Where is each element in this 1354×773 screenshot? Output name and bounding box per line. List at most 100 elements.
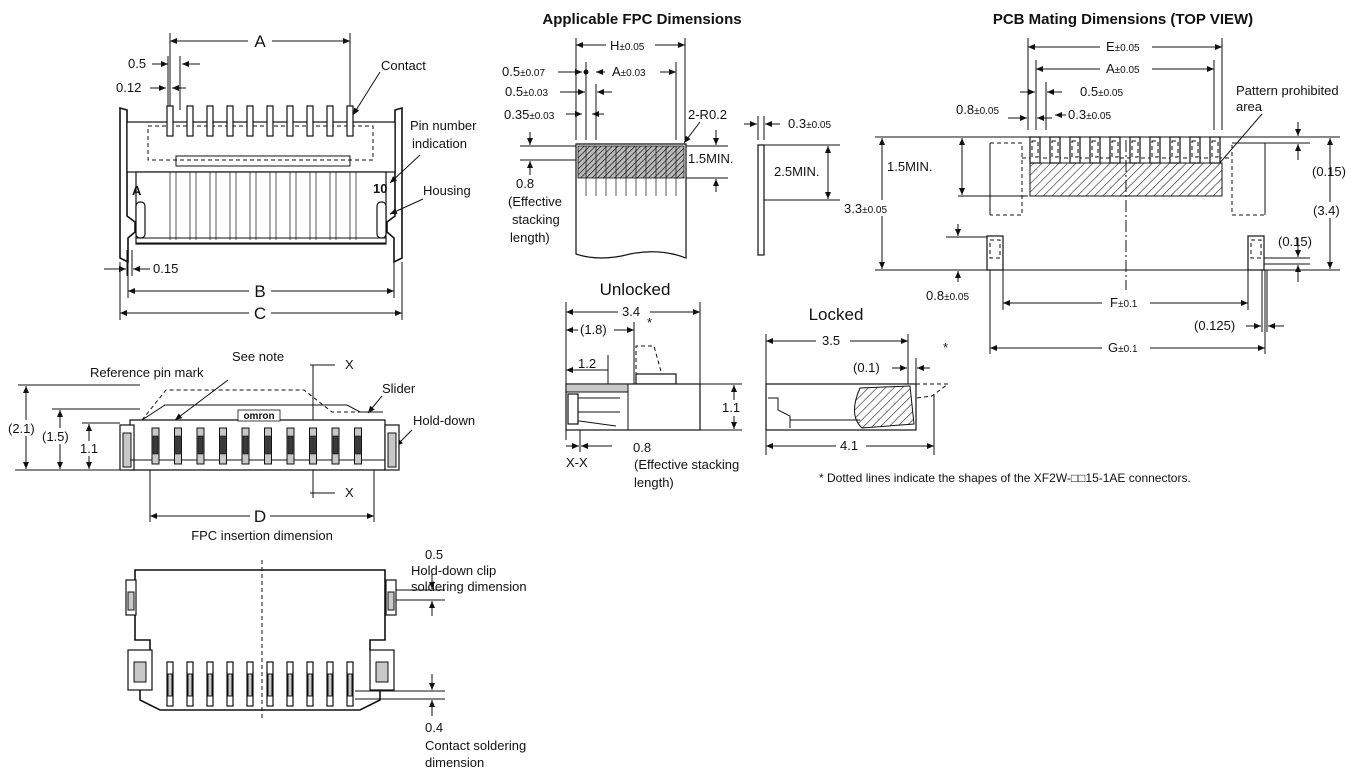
pcb-r0125-label: (0.125) bbox=[1194, 318, 1235, 333]
pcb-w08-label: 0.8±0.05 bbox=[956, 102, 999, 117]
dim-015-label: 0.15 bbox=[153, 261, 178, 276]
bottom-contact-pad bbox=[307, 673, 313, 697]
pcb-heading: PCB Mating Dimensions (TOP VIEW) bbox=[993, 11, 1253, 28]
clip-label-line1: Hold-down clip bbox=[411, 563, 496, 578]
contact-pin bbox=[346, 105, 354, 137]
locked-view: Locked 3.5 (0.1) * 4.1 bbox=[765, 305, 950, 455]
fpc-pitch-label: 0.5±0.07 bbox=[502, 64, 545, 79]
pcb-r34-label: (3.4) bbox=[1313, 203, 1340, 218]
front-contact-core bbox=[220, 435, 226, 455]
pcb-pad-outline bbox=[1191, 140, 1199, 158]
dim-b-label: B bbox=[254, 282, 265, 301]
pin-number-label: Pin number bbox=[410, 118, 477, 133]
pcb-pad-outline bbox=[1171, 140, 1179, 158]
front-contact-core bbox=[152, 435, 159, 455]
see-note-label: See note bbox=[232, 349, 284, 364]
pcb-r015a-label: (0.15) bbox=[1312, 164, 1346, 179]
brand-logo-text: omron bbox=[243, 411, 274, 422]
unlocked-title: Unlocked bbox=[600, 280, 671, 299]
pcb-mating-dimensions: PCB Mating Dimensions (TOP VIEW) E±0.05 … bbox=[842, 11, 1346, 355]
contact-pin bbox=[206, 105, 214, 137]
indication-label: indication bbox=[412, 136, 467, 151]
pcb-r015b-label: (0.15) bbox=[1278, 234, 1312, 249]
contact-label: Contact bbox=[381, 58, 426, 73]
bottom-contact-pad bbox=[167, 673, 173, 697]
clip-label-line2: soldering dimension bbox=[411, 579, 527, 594]
contact-pin bbox=[246, 105, 254, 137]
hold-down-label: Hold-down bbox=[413, 413, 475, 428]
dim-c-label: C bbox=[254, 304, 266, 323]
locked-star: * bbox=[943, 340, 948, 355]
pcb-pad bbox=[1069, 136, 1081, 164]
pcb-h33-label: 3.3±0.05 bbox=[844, 201, 887, 216]
bottom-view: 0.5 Hold-down clip soldering dimension 0… bbox=[125, 547, 527, 770]
contact-pin bbox=[326, 105, 334, 137]
pcb-prohibited-line2: area bbox=[1236, 99, 1263, 114]
unlocked-section: X-X bbox=[566, 455, 588, 470]
bottom-contact-pad bbox=[187, 673, 193, 697]
dim-11-label: 1.1 bbox=[80, 441, 98, 456]
fpc-dimensions: Applicable FPC Dimensions H±0.05 0.5±0.0… bbox=[502, 11, 840, 259]
fpc-h-label: H±0.05 bbox=[610, 38, 645, 53]
bottom-contact-pad bbox=[327, 673, 333, 697]
front-contact-core bbox=[332, 435, 339, 455]
housing-label: Housing bbox=[423, 183, 471, 198]
contact-width-label: 0.12 bbox=[116, 80, 141, 95]
bottom-contact-pad bbox=[287, 673, 293, 697]
bottom-contact-pad bbox=[207, 673, 213, 697]
pcb-pad-outline bbox=[1111, 140, 1119, 158]
contact-pin bbox=[186, 105, 194, 137]
bottom-contact-pad bbox=[347, 673, 353, 697]
contact-row bbox=[166, 105, 357, 240]
unlocked-star: * bbox=[647, 315, 652, 330]
locked-d01: (0.1) bbox=[853, 360, 880, 375]
slider-label: Slider bbox=[382, 381, 416, 396]
fpc-insertion-label: FPC insertion dimension bbox=[191, 528, 333, 543]
reference-pin-mark-label: Reference pin mark bbox=[90, 365, 204, 380]
unlocked-d12: 1.2 bbox=[578, 356, 596, 371]
pin-last-mark: 10 bbox=[373, 181, 387, 196]
locked-d41: 4.1 bbox=[840, 438, 858, 453]
front-contact-core bbox=[242, 435, 249, 455]
pcb-pitch-label: 0.5±0.05 bbox=[1080, 84, 1123, 99]
fpc-min15-label: 1.5MIN. bbox=[688, 151, 734, 166]
pcb-min15-label: 1.5MIN. bbox=[887, 159, 933, 174]
contact-pin bbox=[266, 105, 274, 137]
pcb-pad bbox=[1169, 136, 1181, 164]
pcb-g-label: G±0.1 bbox=[1108, 340, 1138, 355]
fpc-stack-line1: (Effective bbox=[508, 194, 562, 209]
pcb-pad bbox=[1049, 136, 1061, 164]
locked-d35: 3.5 bbox=[822, 333, 840, 348]
contact-pin bbox=[306, 105, 314, 137]
dim-21-label: (2.1) bbox=[8, 421, 35, 436]
pcb-pad bbox=[1209, 136, 1221, 164]
bottom-contact-pad bbox=[227, 673, 233, 697]
dim-15-label: (1.5) bbox=[42, 429, 69, 444]
unlocked-d18: (1.8) bbox=[580, 322, 607, 337]
pcb-pad bbox=[1129, 136, 1141, 164]
fpc-heading: Applicable FPC Dimensions bbox=[542, 11, 741, 28]
section-mark-bottom: X bbox=[345, 485, 354, 500]
pcb-pad bbox=[1089, 136, 1101, 164]
front-contact-core bbox=[265, 435, 271, 455]
pcb-pad-outline bbox=[1091, 140, 1099, 158]
fpc-thickness-label: 0.3±0.05 bbox=[788, 116, 831, 131]
pcb-prohibited-line1: Pattern prohibited bbox=[1236, 83, 1339, 98]
pcb-pad bbox=[1029, 136, 1041, 164]
front-contact-core bbox=[287, 435, 294, 455]
unlocked-d34: 3.4 bbox=[622, 304, 640, 319]
pcb-pad-outline bbox=[1131, 140, 1139, 158]
pcb-f-label: F±0.1 bbox=[1110, 295, 1138, 310]
pcb-pad bbox=[1109, 136, 1121, 164]
unlocked-view: Unlocked 3.4 (1.8) * 1.2 1.1 0.8 X-X ( bbox=[565, 280, 745, 490]
fpc-min25-label: 2.5MIN. bbox=[774, 164, 820, 179]
footnote: * Dotted lines indicate the shapes of th… bbox=[819, 471, 1191, 485]
pcb-pad-row bbox=[1029, 136, 1221, 164]
pcb-pad bbox=[1189, 136, 1201, 164]
fpc-w2-label: 0.35±0.03 bbox=[504, 107, 555, 122]
bottom-contact-row bbox=[166, 661, 354, 707]
fpc-w1-label: 0.5±0.03 bbox=[505, 84, 548, 99]
contact-label-line2: dimension bbox=[425, 755, 484, 770]
contact-label-line1: Contact soldering bbox=[425, 738, 526, 753]
